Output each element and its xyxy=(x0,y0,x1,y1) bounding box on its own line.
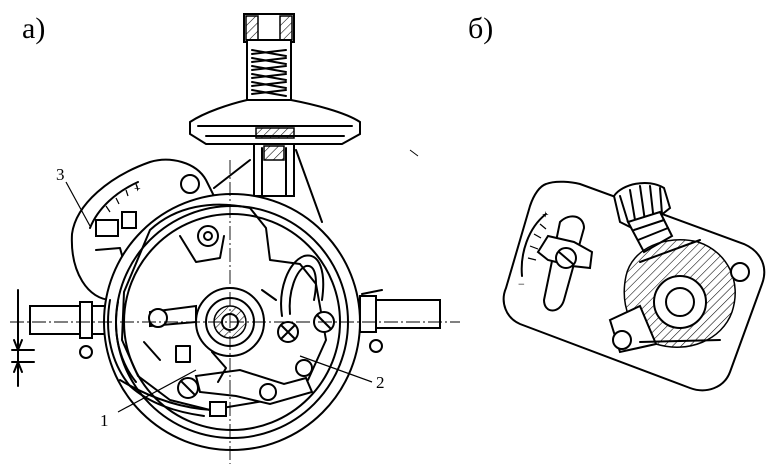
callout-1: 1 xyxy=(100,411,109,430)
panel-b-label: б) xyxy=(468,12,494,45)
vacuum-link xyxy=(213,149,323,223)
contact-plate xyxy=(194,368,314,406)
panel-a-label: а) xyxy=(22,12,46,45)
scale-minus-b: − xyxy=(518,277,525,291)
callout-3: 3 xyxy=(56,165,65,184)
scale-plus-b: + xyxy=(542,207,549,221)
vacuum-unit xyxy=(189,13,361,197)
breaker-plate xyxy=(121,203,327,411)
ribbon-spring xyxy=(107,299,205,417)
callout-2: 2 xyxy=(376,373,385,392)
scale-plus-a: + xyxy=(134,181,141,195)
leader-3 xyxy=(65,181,91,227)
leader-2 xyxy=(299,355,373,383)
panel-a-drawing xyxy=(10,13,460,464)
panel-b-drawing xyxy=(502,180,766,392)
horizontal-rods xyxy=(29,289,441,359)
gap-dimension xyxy=(11,289,35,387)
leader-1 xyxy=(117,369,197,413)
wire-loop xyxy=(280,254,325,317)
